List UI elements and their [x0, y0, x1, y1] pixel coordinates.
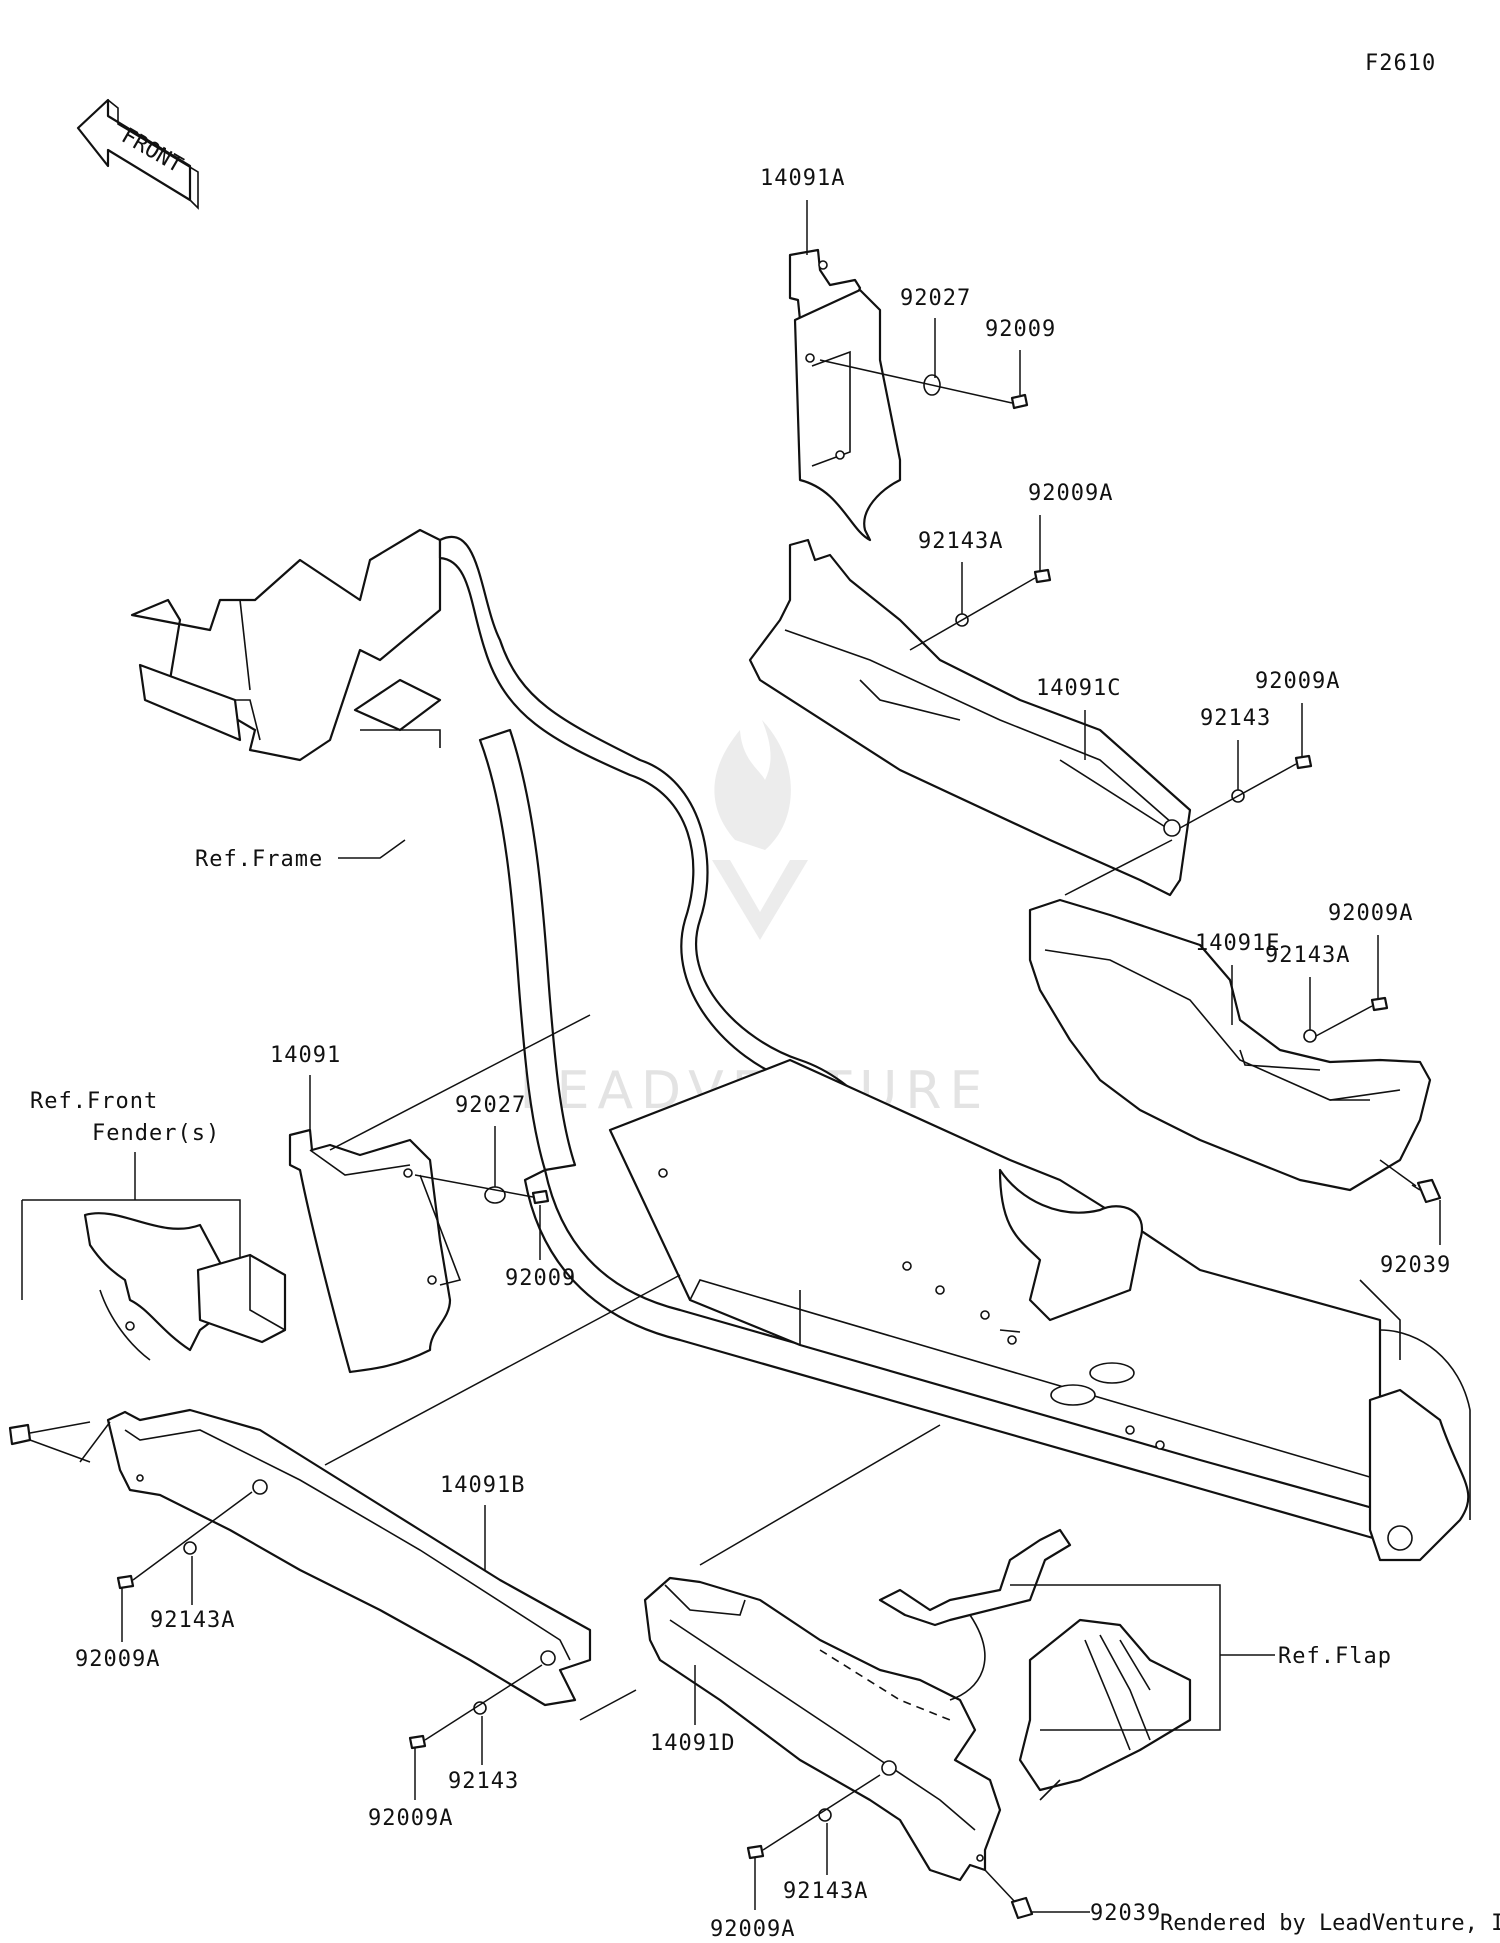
label-92009-top: 92009	[985, 317, 1056, 342]
leader-14091-to-frame	[329, 1014, 591, 1151]
leader-ref-frame	[338, 839, 406, 859]
label-14091c: 14091C	[1036, 676, 1121, 701]
leader-14091d-clip	[579, 1689, 637, 1721]
main-frame	[130, 528, 1471, 1562]
label-ref-flap: Ref.Flap	[1278, 1644, 1392, 1669]
label-92009a-4: 92009A	[75, 1647, 160, 1672]
clip-92039-right	[1411, 1178, 1442, 1204]
label-14091: 14091	[270, 1043, 341, 1068]
leader-14091-fastener	[414, 1174, 534, 1198]
flap-ref	[878, 1528, 1192, 1801]
cover-14091a	[788, 248, 902, 542]
leader-14091c-fastener-2	[1179, 763, 1297, 829]
bolt-92009-top	[1010, 393, 1029, 410]
label-92009a-1: 92009A	[1028, 481, 1113, 506]
leader-left-clip	[29, 1421, 111, 1463]
label-92143a-2: 92143A	[1265, 943, 1350, 968]
label-92143a-4: 92143A	[783, 1879, 868, 1904]
label-14091e: 14091E	[1195, 931, 1280, 956]
front-arrow-icon: FRONT	[76, 98, 199, 210]
cover-14091d	[643, 1576, 1002, 1882]
label-14091d: 14091D	[650, 1731, 735, 1756]
washer-92143a-3	[183, 1541, 197, 1555]
leader-14091c-to-e	[1064, 839, 1173, 896]
clip-92039-bottom	[1010, 1896, 1034, 1920]
label-ref-frame: Ref.Frame	[195, 847, 323, 872]
leader-92039-bottom-a	[984, 1869, 1016, 1903]
label-92143a-1: 92143A	[918, 529, 1003, 554]
ref-flap-bracket	[1010, 1584, 1221, 1731]
label-14091a: 14091A	[760, 166, 845, 191]
label-92039-right: 92039	[1380, 1253, 1451, 1278]
label-92143a-3: 92143A	[150, 1608, 235, 1633]
front-fender-ref	[83, 1212, 287, 1361]
label-92027-mid: 92027	[455, 1093, 526, 1118]
label-ref-front-fender-line2: Fender(s)	[92, 1121, 220, 1146]
label-92143-1: 92143	[1200, 706, 1271, 731]
washer-92143a-2	[1303, 1029, 1317, 1043]
bolt-92009a-5	[408, 1734, 427, 1750]
label-92009a-5: 92009A	[368, 1806, 453, 1831]
bolt-92009a-6	[746, 1844, 765, 1860]
leader-14091b-fastener-2	[424, 1664, 543, 1741]
leader-14091c-fastener	[909, 577, 1036, 651]
bolt-92009-mid	[531, 1189, 550, 1205]
bolt-92009a-2	[1294, 754, 1313, 770]
label-ref-front-fender-line1: Ref.Front	[30, 1089, 158, 1114]
bolt-92009a-4	[116, 1574, 135, 1590]
leader-14091b-fastener	[132, 1491, 253, 1581]
cover-14091e	[1028, 898, 1432, 1192]
cover-14091c	[748, 538, 1192, 897]
leader-14091a-fastener	[819, 359, 1013, 404]
leader-14091b-to-frame	[324, 1274, 681, 1466]
bolt-92009a-3	[1370, 996, 1389, 1012]
diagram-code: F2610	[1365, 51, 1436, 76]
label-92009-mid: 92009	[505, 1266, 576, 1291]
label-92143-2: 92143	[448, 1769, 519, 1794]
label-92027-top: 92027	[900, 286, 971, 311]
label-92009a-2: 92009A	[1255, 669, 1340, 694]
label-92039-bottom: 92039	[1090, 1901, 1161, 1926]
leader-14091e-fastener	[1315, 1005, 1373, 1037]
cover-14091b	[106, 1408, 592, 1707]
leader-14091d-to-frame	[699, 1424, 941, 1566]
bolt-92009a-1	[1033, 568, 1052, 584]
cover-14091	[288, 1128, 462, 1374]
label-92009a-3: 92009A	[1328, 901, 1413, 926]
footer-credit: Rendered by LeadVenture, Inc.	[1160, 1911, 1500, 1936]
label-92009a-6: 92009A	[710, 1917, 795, 1938]
leader-14091d-fastener	[762, 1774, 881, 1851]
leader-92039-right-a	[1379, 1159, 1417, 1187]
label-14091b: 14091B	[440, 1473, 525, 1498]
clip-left	[8, 1423, 32, 1446]
